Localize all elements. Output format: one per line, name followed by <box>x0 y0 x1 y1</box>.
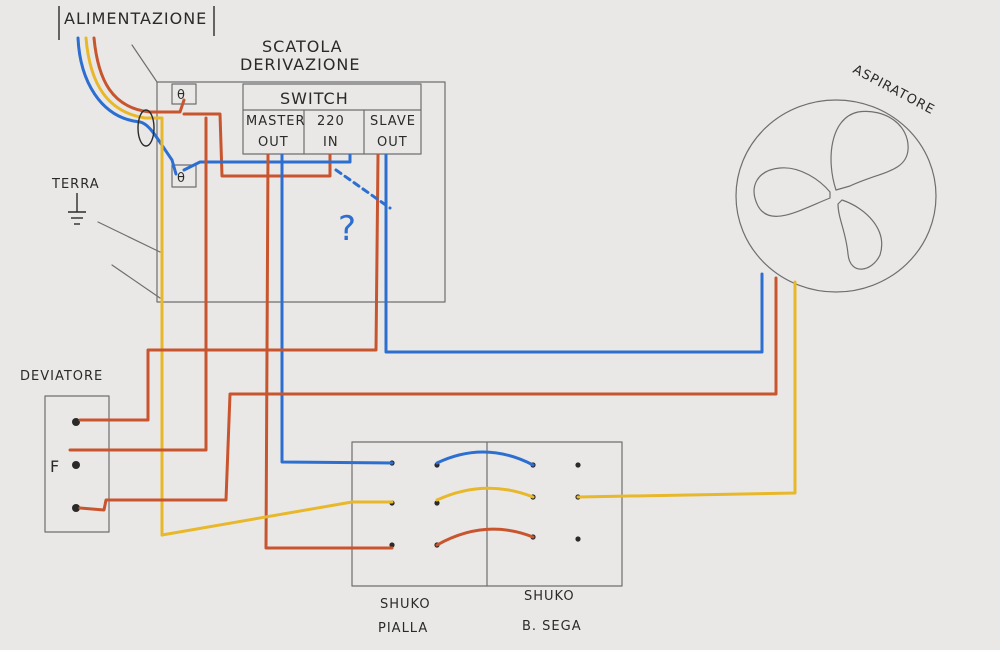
terminal-top-symbol: θ <box>177 88 186 103</box>
junction-box-label-line2: DERIVAZIONE <box>240 55 360 74</box>
junction-box-outline <box>156 81 446 303</box>
pialla-pin-3 <box>389 542 395 548</box>
deviatore-terminal-1 <box>72 418 80 426</box>
master-out-brown-wire <box>264 153 394 550</box>
earth-label: TERRA <box>51 177 100 192</box>
deviatore: DEVIATORE F <box>20 369 110 533</box>
master-out-label-line1: MASTER <box>246 114 306 129</box>
master-out-label-line2: OUT <box>258 135 289 150</box>
deviatore-f-label: F <box>50 457 60 476</box>
shuko-sega-label-line1: SHUKO <box>524 589 575 604</box>
slave-out-label-line1: SLAVE <box>370 114 416 129</box>
slave-out-brown-wire <box>78 153 380 422</box>
bridge-blue <box>435 450 535 467</box>
wires <box>68 36 797 550</box>
earth-group: TERRA <box>51 177 161 299</box>
sega-pin-4 <box>575 462 581 468</box>
terminal-bottom-symbol: θ <box>177 171 186 186</box>
live-to-deviatore-wire <box>68 116 208 452</box>
pialla-pin-5 <box>434 500 440 506</box>
neutral-to-switch-wire <box>182 153 352 172</box>
live-to-switch-in-wire <box>182 112 332 178</box>
deviatore-terminal-3 <box>72 504 80 512</box>
terminal-block-bottom <box>171 164 197 188</box>
in-220-label-line1: 220 <box>317 114 345 129</box>
deviatore-terminal-2 <box>72 461 80 469</box>
deviatore-label: DEVIATORE <box>20 369 103 384</box>
slave-out-label-line2: OUT <box>377 135 408 150</box>
fan-outline <box>735 99 937 293</box>
switch-outline <box>242 83 422 155</box>
earth-to-fan-wire <box>576 280 797 499</box>
in-220-label-line2: IN <box>323 135 339 150</box>
shuko-pialla-label-line1: SHUKO <box>380 597 431 612</box>
fan: ASPIRATORE <box>735 62 937 293</box>
slave-out-blue-wire <box>384 153 764 354</box>
deviatore-outline <box>44 395 110 533</box>
switch-title: SWITCH <box>280 89 349 108</box>
supply-cable-clamp <box>137 109 155 147</box>
supply-label: ALIMENTAZIONE <box>64 9 207 28</box>
master-out-blue-wire <box>280 153 394 465</box>
shuko-pialla-label-line2: PIALLA <box>378 621 428 636</box>
fan-label: ASPIRATORE <box>850 62 937 118</box>
bridge-brown <box>435 527 535 547</box>
fan-blade-top <box>830 110 909 191</box>
supply-yellow-wire <box>84 36 164 537</box>
earth-leader-2 <box>111 264 161 299</box>
fan-blade-left <box>753 167 831 217</box>
junction-box: SCATOLA DERIVAZIONE θ θ <box>131 37 446 303</box>
earth-to-pialla-wire <box>160 500 394 537</box>
earth-leader-1 <box>97 221 161 253</box>
bridge-yellow <box>435 486 535 502</box>
supply-label-group: ALIMENTAZIONE <box>58 6 215 40</box>
fan-blade-bottom <box>837 199 883 270</box>
shuko-sega-label-line2: B. SEGA <box>522 619 582 634</box>
switch-module: SWITCH MASTER OUT 220 IN SLAVE OUT <box>242 83 422 155</box>
junction-box-label-line1: SCATOLA <box>262 37 343 56</box>
uncertain-link-wire <box>334 168 392 210</box>
junction-box-leader <box>131 44 158 83</box>
deviatore-to-fan-wire <box>78 276 778 512</box>
shuko-panel: SHUKO PIALLA SHUKO B. SEGA <box>351 441 623 636</box>
question-mark: ? <box>338 209 356 249</box>
sega-pin-6 <box>575 536 581 542</box>
